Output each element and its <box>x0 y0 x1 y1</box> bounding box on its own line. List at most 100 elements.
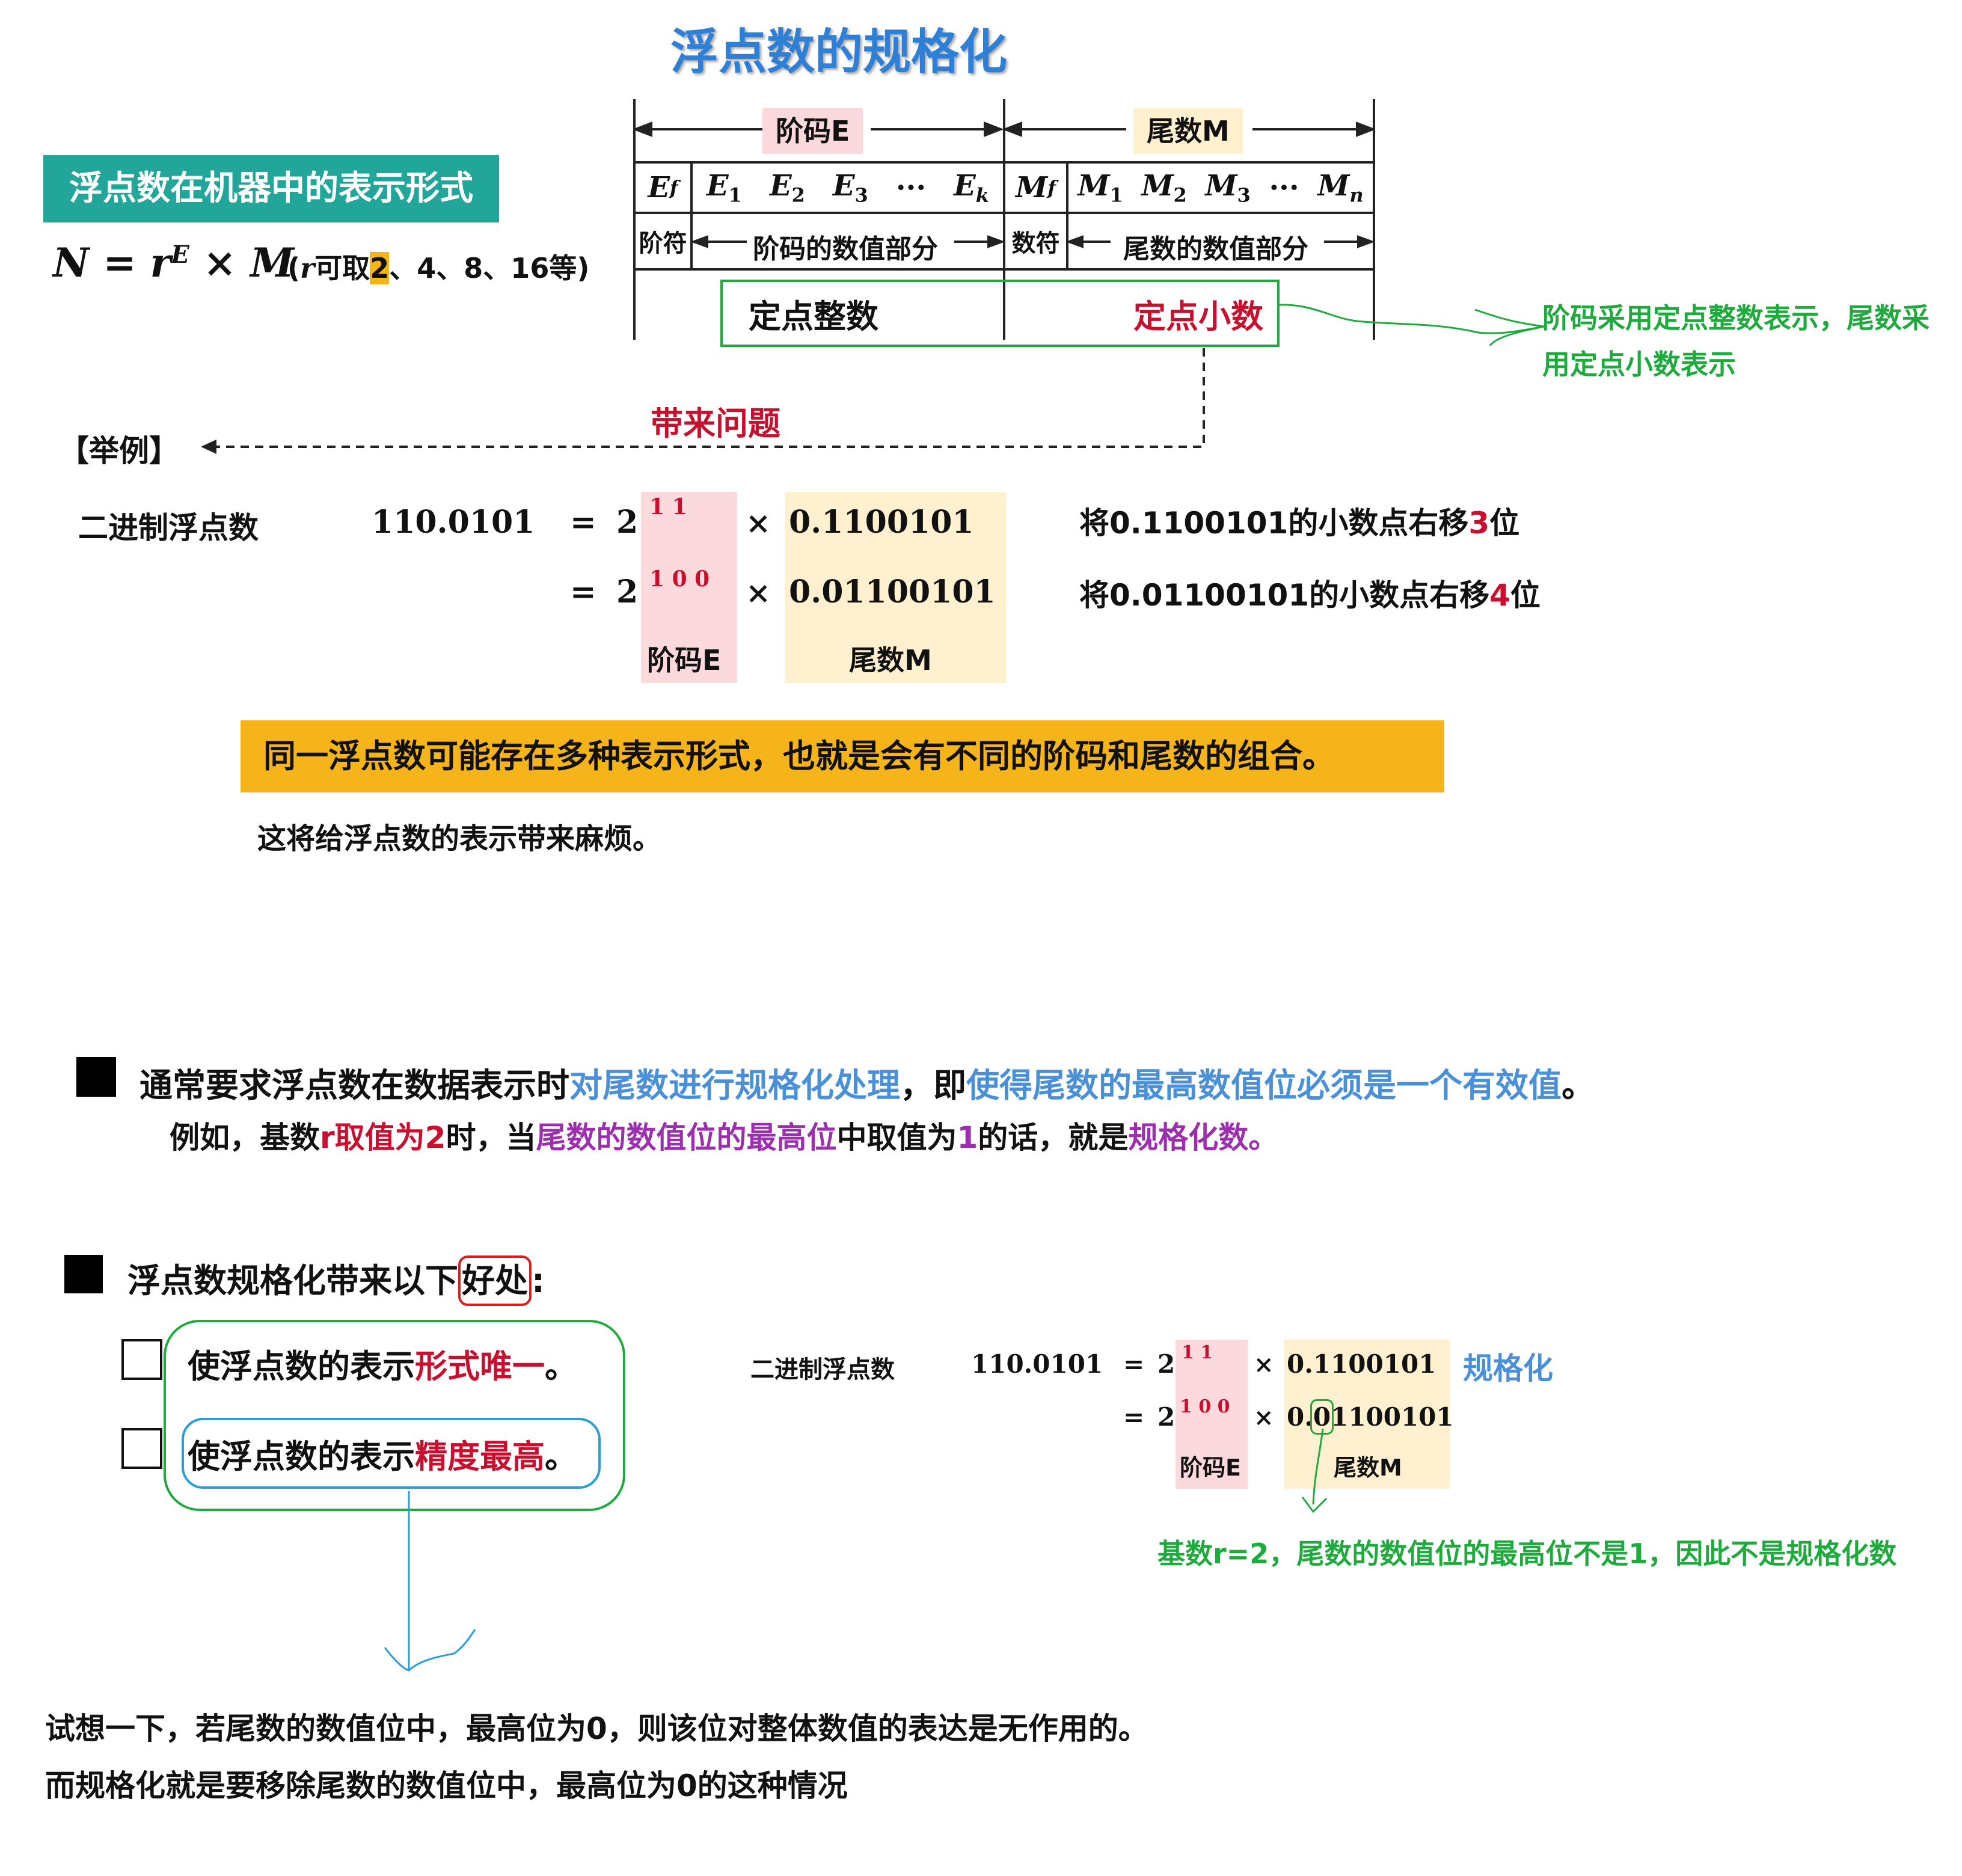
small-man-column <box>1284 1340 1450 1489</box>
formula-m: M <box>250 239 295 286</box>
table-exp-bits: E1 E2 E3 ··· Ek <box>693 164 1003 212</box>
bullet-square-1 <box>76 1057 116 1097</box>
table-man-bits: M1 M2 M3 ··· Mn <box>1068 164 1373 212</box>
table-man-sign: 数符 <box>1011 230 1060 257</box>
table-man-header: 尾数M <box>1133 108 1243 154</box>
example-exp-column <box>641 492 737 683</box>
benefit-item-2: 使浮点数的表示精度最高。 <box>188 1438 577 1476</box>
problem-label: 带来问题 <box>651 405 780 443</box>
example-type-label: 二进制浮点数 <box>78 510 259 545</box>
example-base-1: 2 <box>616 504 639 541</box>
small-tag: 规格化 <box>1463 1351 1553 1386</box>
example-eq-2: = <box>570 574 596 610</box>
small-note: 基数r=2，尾数的数值位的最高位不是1，因此不是规格化数 <box>1157 1537 1897 1570</box>
formula-eq: = <box>103 239 136 286</box>
example-man-column <box>785 492 1006 683</box>
example-exp-caption: 阶码E <box>647 644 722 676</box>
problem-dashed-arrow <box>201 348 1205 454</box>
exp-bit-2: E2 <box>770 168 805 207</box>
formula-note-rest: 、4、8、16等) <box>389 252 590 284</box>
small-base-2: 2 <box>1157 1402 1176 1432</box>
note1-suffix: 位 <box>1489 506 1520 541</box>
fixed-int-label: 定点整数 <box>749 298 878 336</box>
man-bit-1: M1 <box>1078 168 1123 207</box>
man-bit-n: Mn <box>1317 168 1364 207</box>
formula-times: × <box>203 239 237 286</box>
example-man-caption: 尾数M <box>849 644 932 676</box>
trouble-text: 这将给浮点数的表示带来麻烦。 <box>257 822 662 856</box>
example-note-2: 将0.01100101的小数点右移4位 <box>1079 571 1540 615</box>
note2-num: 4 <box>1489 578 1510 613</box>
conclusion-line-1: 试想一下，若尾数的数值位中，最高位为0，则该位对整体数值的表达是无作用的。 <box>45 1711 1148 1746</box>
benefits-blue-outline <box>182 1418 601 1489</box>
table-mf-divider <box>1066 162 1068 269</box>
formula-exponent: E <box>171 241 189 269</box>
table-ef-divider <box>690 162 693 269</box>
man-bit-ellipsis: ··· <box>1269 171 1299 204</box>
small-man-caption: 尾数M <box>1334 1455 1402 1481</box>
side-note-line-1: 阶码采用定点整数表示，尾数采 <box>1542 302 1930 334</box>
formula-note-r: r <box>300 252 315 284</box>
formula-note-take: 可取 <box>314 252 370 284</box>
benefits-green-outline <box>164 1320 625 1511</box>
benefits-down-arrow <box>384 1491 476 1672</box>
side-note-connector <box>1280 304 1545 346</box>
table-right-border <box>1373 99 1375 340</box>
exp-bit-1: E1 <box>707 168 742 207</box>
example-eq-1: = <box>570 504 596 541</box>
small-eq-1: = <box>1123 1349 1145 1379</box>
ef-symbol: E <box>648 171 670 204</box>
example-man-1: 0.1100101 <box>789 504 974 541</box>
formula-note-open: ( <box>287 252 301 284</box>
bullet-square-2 <box>64 1255 103 1293</box>
small-man-2-leading-zero: 0 <box>1310 1399 1334 1435</box>
table-line-3 <box>633 268 1375 271</box>
example-label: 【举例】 <box>59 434 179 468</box>
small-eq-2: = <box>1123 1402 1145 1432</box>
small-zero-pointer <box>1301 1428 1328 1513</box>
table-row3-arrows <box>693 235 1373 248</box>
fixed-frac-label: 定点小数 <box>1133 298 1263 336</box>
small-exp-1: 1 1 <box>1182 1342 1213 1363</box>
example-times-1: × <box>746 505 771 541</box>
checkbox-unique[interactable] <box>121 1339 162 1380</box>
table-exp-header: 阶码E <box>762 108 863 154</box>
small-man-2: 0.01100101 <box>1287 1399 1454 1435</box>
man-bit-2: M2 <box>1141 168 1187 207</box>
small-type-label: 二进制浮点数 <box>750 1356 895 1384</box>
man-bit-3: M3 <box>1205 168 1251 207</box>
note2-suffix: 位 <box>1510 578 1540 613</box>
example-exp-1: 1 1 <box>649 494 687 520</box>
table-left-border <box>633 99 636 340</box>
benefits-heading: 浮点数规格化带来以下好处: <box>127 1254 545 1306</box>
fixed-point-box <box>720 280 1280 347</box>
small-times-1: × <box>1254 1350 1274 1379</box>
note2-prefix: 将0.01100101的小数点右移 <box>1079 578 1490 613</box>
formula-note-two: 2 <box>370 252 390 284</box>
note1-prefix: 将0.1100101的小数点右移 <box>1079 506 1469 541</box>
formula-r: r <box>150 239 171 286</box>
table-line-1 <box>633 161 1375 164</box>
benefits-heading-highlight: 好处 <box>458 1255 532 1306</box>
mf-symbol: M <box>1016 171 1048 204</box>
small-number: 110.0101 <box>971 1349 1103 1379</box>
formula-main: N = rE × M <box>53 239 294 286</box>
section-label: 浮点数在机器中的表示形式 <box>43 155 499 222</box>
small-base-1: 2 <box>1157 1349 1176 1379</box>
example-times-2: × <box>746 575 771 610</box>
formula-note: (r可取2、4、8、16等) <box>287 247 589 286</box>
exp-bit-ellipsis: ··· <box>895 171 927 204</box>
example-man-2: 0.01100101 <box>789 574 996 610</box>
table-line-2 <box>633 212 1375 214</box>
table-mid-border <box>1003 99 1005 340</box>
ef-sub: f <box>669 176 678 199</box>
small-times-2: × <box>1254 1403 1274 1432</box>
table-exp-sign: 阶符 <box>639 230 687 257</box>
example-note-1: 将0.1100101的小数点右移3位 <box>1079 499 1519 542</box>
checkbox-precision[interactable] <box>121 1428 162 1469</box>
exp-bit-k: Ek <box>954 168 989 207</box>
example-base-2: 2 <box>616 574 639 610</box>
side-note-line-2: 用定点小数表示 <box>1542 348 1736 381</box>
exp-bit-3: E3 <box>832 168 868 207</box>
